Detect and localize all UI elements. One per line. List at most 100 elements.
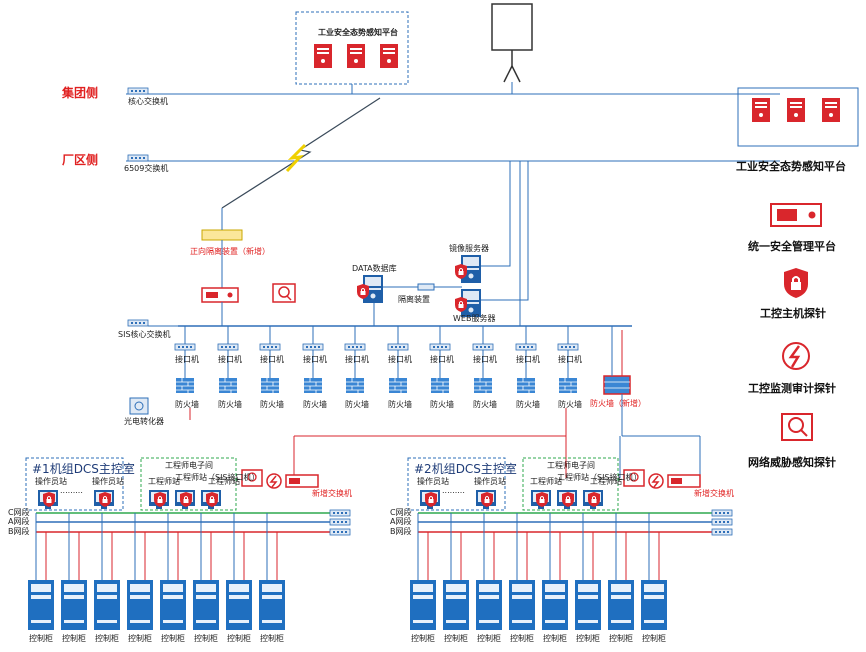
eng-station-label: 工程师站	[590, 477, 622, 486]
segment-switch-icon	[329, 518, 351, 526]
cabinet-label: 控制柜	[161, 634, 185, 643]
firewall-icon	[175, 377, 195, 394]
interface-machine-label: 接口机	[218, 355, 242, 364]
cabinet-label: 控制柜	[510, 634, 534, 643]
eng-station-sis-label: 工程师站（SIS接口机）	[175, 473, 260, 482]
control-cabinet-icon	[542, 580, 568, 630]
segment-switch-icon	[711, 509, 733, 517]
segment-switch-icon	[329, 509, 351, 517]
control-cabinet-icon	[509, 580, 535, 630]
dots: .........	[60, 486, 83, 495]
magnifier-monitor-icon	[623, 469, 645, 487]
firewall-icon	[473, 377, 493, 394]
dots: .........	[442, 486, 465, 495]
firewall-icon	[388, 377, 408, 394]
converter-icon	[129, 397, 149, 415]
interface-machine-label: 接口机	[303, 355, 327, 364]
control-cabinet-icon	[61, 580, 87, 630]
control-cabinet-icon	[127, 580, 153, 630]
control-cabinet-icon	[476, 580, 502, 630]
forward-isolation-label: 正向隔离装置（新增）	[190, 247, 270, 256]
legend-platform-box	[737, 87, 859, 147]
firewall-label: 防火墙	[558, 400, 582, 409]
firewall-label: 防火墙	[345, 400, 369, 409]
dcs-room-title: #1机组DCS主控室	[32, 462, 135, 476]
new-firewall-label: 防火墙（新增）	[590, 399, 646, 408]
cabinet-label: 控制柜	[95, 634, 119, 643]
management-appliance-icon	[201, 287, 239, 303]
cabinet-label: 控制柜	[477, 634, 501, 643]
cabinet-label: 控制柜	[128, 634, 152, 643]
data-db-label: DATA数据库	[352, 264, 397, 273]
interface-machine-label: 接口机	[430, 355, 454, 364]
magnifier-monitor-icon	[241, 469, 263, 487]
platform-title: 工业安全态势感知平台	[318, 28, 398, 37]
legend-magnifier-icon	[781, 413, 813, 441]
interface-machine-label: 接口机	[175, 355, 199, 364]
control-cabinet-icon	[226, 580, 252, 630]
zone-group: 集团侧	[62, 86, 99, 100]
control-cabinet-icon	[608, 580, 634, 630]
interface-machine-label: 接口机	[473, 355, 497, 364]
firewall-label: 防火墙	[303, 400, 327, 409]
control-cabinet-icon	[410, 580, 436, 630]
firewall-label: 防火墙	[473, 400, 497, 409]
cabinet-label: 控制柜	[29, 634, 53, 643]
cabinet-label: 控制柜	[411, 634, 435, 643]
sis-core-switch-label: SIS核心交换机	[118, 330, 171, 339]
isolation-icon	[417, 283, 435, 291]
legend-lightning-icon	[782, 342, 810, 370]
new-switch-label: 新增交换机	[312, 489, 352, 498]
dcs-room-box	[407, 457, 506, 511]
network-segment-label: B网段	[390, 527, 412, 536]
op-station-label: 操作员站	[92, 477, 124, 486]
network-segment-label: A网段	[390, 517, 412, 526]
new-firewall-icon	[603, 375, 631, 395]
cabinet-label: 控制柜	[642, 634, 666, 643]
network-segment-label: C网段	[390, 508, 412, 517]
firewall-label: 防火墙	[218, 400, 242, 409]
interface-machine-icon	[174, 343, 196, 351]
control-cabinet-icon	[28, 580, 54, 630]
interface-machine-icon	[302, 343, 324, 351]
cabinet-label: 控制柜	[543, 634, 567, 643]
cabinet-label: 控制柜	[260, 634, 284, 643]
interface-machine-label: 接口机	[345, 355, 369, 364]
interface-machine-icon	[217, 343, 239, 351]
eng-room-box	[522, 457, 619, 511]
cabinet-label: 控制柜	[62, 634, 86, 643]
platform-server-icon	[314, 44, 332, 68]
network-segment-label: A网段	[8, 517, 30, 526]
firewall-icon	[345, 377, 365, 394]
platform-server-icon	[380, 44, 398, 68]
lightning-badge-icon	[648, 473, 664, 489]
isolation-label: 隔离装置	[398, 295, 430, 304]
cabinet-label: 控制柜	[609, 634, 633, 643]
legend-label-threat-probe: 网络威胁感知探针	[748, 456, 836, 469]
op-station-label: 操作员站	[35, 477, 67, 486]
interface-machine-label: 接口机	[260, 355, 284, 364]
legend-label-platform: 工业安全态势感知平台	[736, 160, 846, 173]
network-segment-label: B网段	[8, 527, 30, 536]
forward-isolation-icon	[201, 229, 243, 241]
s6509-switch-label: 6509交换机	[124, 164, 169, 173]
control-cabinet-icon	[443, 580, 469, 630]
interface-machine-icon	[344, 343, 366, 351]
core-switch-label: 核心交换机	[128, 97, 168, 106]
firewall-icon	[218, 377, 238, 394]
legend-shield-lock-icon	[783, 267, 809, 299]
dcs-room-title: #2机组DCS主控室	[414, 462, 517, 476]
firewall-icon	[558, 377, 578, 394]
eng-room-title: 工程师电子间	[165, 461, 213, 470]
interface-machine-icon	[259, 343, 281, 351]
interface-machine-icon	[472, 343, 494, 351]
firewall-label: 防火墙	[260, 400, 284, 409]
cabinet-label: 控制柜	[194, 634, 218, 643]
segment-switch-icon	[711, 518, 733, 526]
control-cabinet-icon	[575, 580, 601, 630]
zone-plant: 厂区侧	[62, 153, 99, 167]
legend-label-audit-probe: 工控监测审计探针	[748, 382, 836, 395]
segment-switch-icon	[329, 528, 351, 536]
web-server-label: WEB服务器	[453, 314, 496, 323]
